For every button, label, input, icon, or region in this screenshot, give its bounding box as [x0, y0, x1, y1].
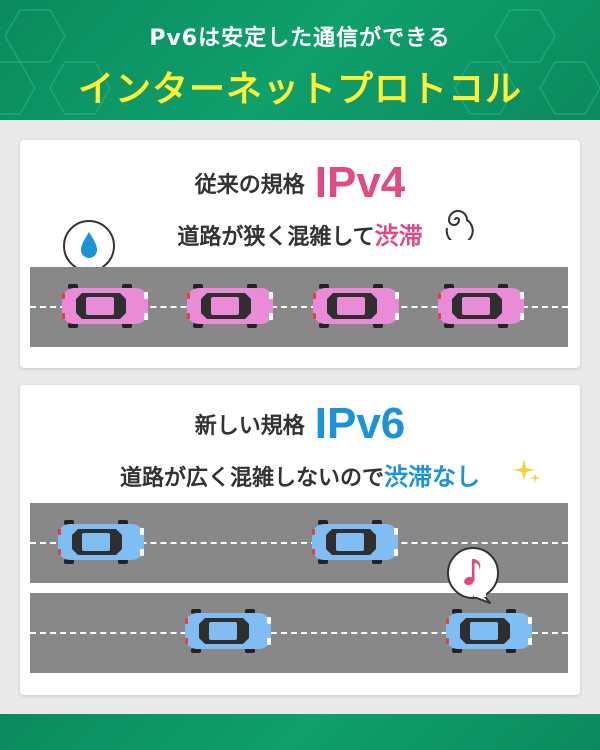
ipv4-car-1 [60, 283, 152, 333]
ipv4-label: 従来の規格 [194, 173, 305, 198]
ipv4-desc-prefix: 道路が狭く混雑して [177, 225, 375, 250]
hexagon-pattern [0, 9, 600, 115]
header-title: インターネットプロトコル [77, 69, 522, 110]
ipv4-description: 道路が狭く混雑して渋滞 [20, 216, 580, 251]
ipv6-car-4 [444, 608, 536, 658]
ipv4-name: IPv4 [314, 158, 406, 207]
ipv6-heading: 新しい規格 IPv6 [20, 399, 580, 449]
ipv4-car-3 [311, 283, 403, 333]
ipv6-name: IPv6 [314, 399, 406, 448]
ipv6-car-1 [56, 519, 148, 569]
ipv6-car-3 [183, 608, 275, 658]
ipv6-card: 新しい規格 IPv6 道路が広く混雑しないので渋滞なし [20, 385, 580, 695]
ipv6-desc-prefix: 道路が広く混雑しないので [119, 466, 384, 491]
ipv6-label: 新しい規格 [194, 414, 305, 439]
ipv4-heading: 従来の規格 IPv4 [20, 158, 580, 208]
ipv4-car-4 [436, 283, 528, 333]
ipv4-card: 従来の規格 IPv4 道路が狭く混雑して渋滞 [20, 140, 580, 368]
header-subtitle: Pv6は安定した通信ができる [149, 26, 451, 51]
ipv4-car-2 [185, 283, 277, 333]
ipv6-car-2 [310, 519, 402, 569]
ipv6-desc-highlight: 渋滞なし [384, 463, 480, 491]
water-drop-icon [81, 232, 97, 258]
ipv6-description: 道路が広く混雑しないので渋滞なし [20, 457, 580, 492]
sparkle-icon [513, 459, 540, 483]
footer-banner [0, 714, 600, 750]
music-note-icon [464, 559, 481, 586]
header-banner: Pv6は安定した通信ができる インターネットプロトコル [0, 0, 600, 120]
music-note-bubble [447, 547, 499, 604]
spiral-icon [445, 210, 474, 240]
ipv4-desc-highlight: 渋滞 [374, 222, 423, 250]
